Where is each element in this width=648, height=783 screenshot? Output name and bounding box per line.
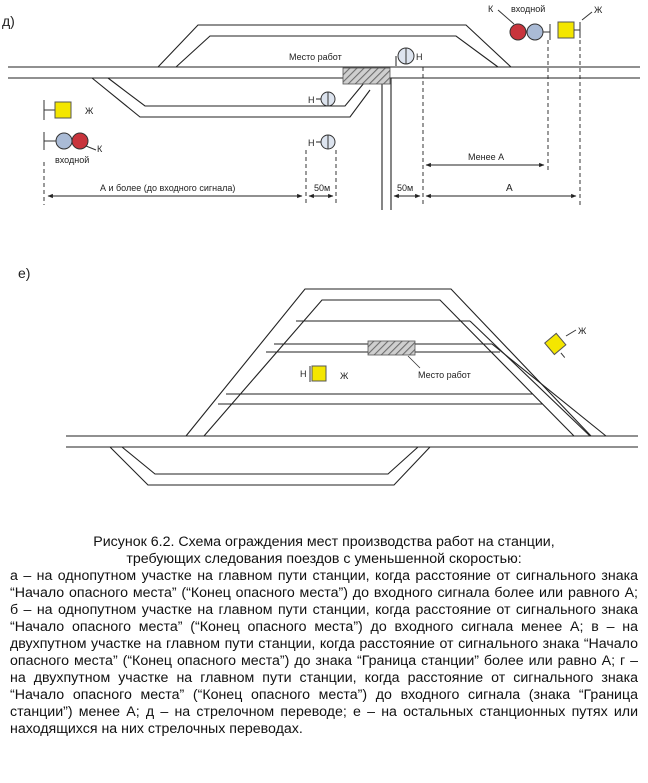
panel-d-n-sign-top: Н <box>395 47 423 66</box>
svg-text:Ж: Ж <box>340 371 349 381</box>
svg-text:Н: Н <box>300 369 307 379</box>
panel-e-letter: е) <box>18 265 30 281</box>
svg-text:К: К <box>97 144 103 154</box>
figure-caption: Рисунок 6.2. Схема ограждения мест произ… <box>0 534 648 738</box>
panel-d-tracks <box>8 24 640 210</box>
panel-e-tracks <box>66 288 638 486</box>
panel-e: е) Место работ Н <box>18 265 638 486</box>
panel-d-work-label: Место работ <box>289 52 342 62</box>
panel-d-n-sign-low: Н <box>308 134 336 150</box>
panel-d-dim-50m-right: 50м <box>397 183 413 193</box>
fencing-diagram: д) Место работ Н Н <box>2 4 640 486</box>
svg-text:Н: Н <box>308 138 315 148</box>
panel-d-zh-sign-right: Ж <box>557 5 603 39</box>
panel-d-work-zone <box>342 67 391 85</box>
panel-d-dim-less-a: Менее А <box>468 152 504 162</box>
panel-d-dim-a: А <box>506 183 513 194</box>
panel-d: д) Место работ Н Н <box>2 4 640 210</box>
panel-d-entry-label-right: входной <box>511 4 545 14</box>
caption-body: а – на однопутном участке на главном пут… <box>10 568 638 737</box>
svg-text:К: К <box>488 4 494 14</box>
panel-d-entry-signal-left: К входной <box>43 132 103 165</box>
panel-d-entry-label-left: входной <box>55 155 89 165</box>
panel-e-work-zone <box>367 340 416 356</box>
panel-d-zh-sign-left: Ж <box>43 100 94 120</box>
caption-title: Рисунок 6.2. Схема ограждения мест произ… <box>60 534 588 568</box>
svg-text:Н: Н <box>416 52 423 62</box>
panel-d-n-sign-mid: Н <box>308 91 336 107</box>
caption-title-line2: требующих следования поездов с уменьшенн… <box>126 551 522 567</box>
panel-e-work-label: Место работ <box>418 370 471 380</box>
panel-d-entry-signal-right: К входной <box>488 4 551 41</box>
svg-text:Ж: Ж <box>85 106 94 116</box>
panel-e-zh-outer-label: Ж <box>578 326 587 336</box>
svg-text:Ж: Ж <box>594 5 603 15</box>
panel-d-dimensions <box>43 40 581 205</box>
svg-text:Н: Н <box>308 95 315 105</box>
panel-d-dim-50m-left: 50м <box>314 183 330 193</box>
panel-e-zh-sign-inner: Н Ж <box>300 365 349 382</box>
panel-d-dim-a-or-more: А и более (до входного сигнала) <box>100 183 235 193</box>
panel-e-zh-sign-outer <box>544 332 567 358</box>
caption-title-line1: Рисунок 6.2. Схема ограждения мест произ… <box>93 534 555 550</box>
panel-d-letter: д) <box>2 13 15 29</box>
